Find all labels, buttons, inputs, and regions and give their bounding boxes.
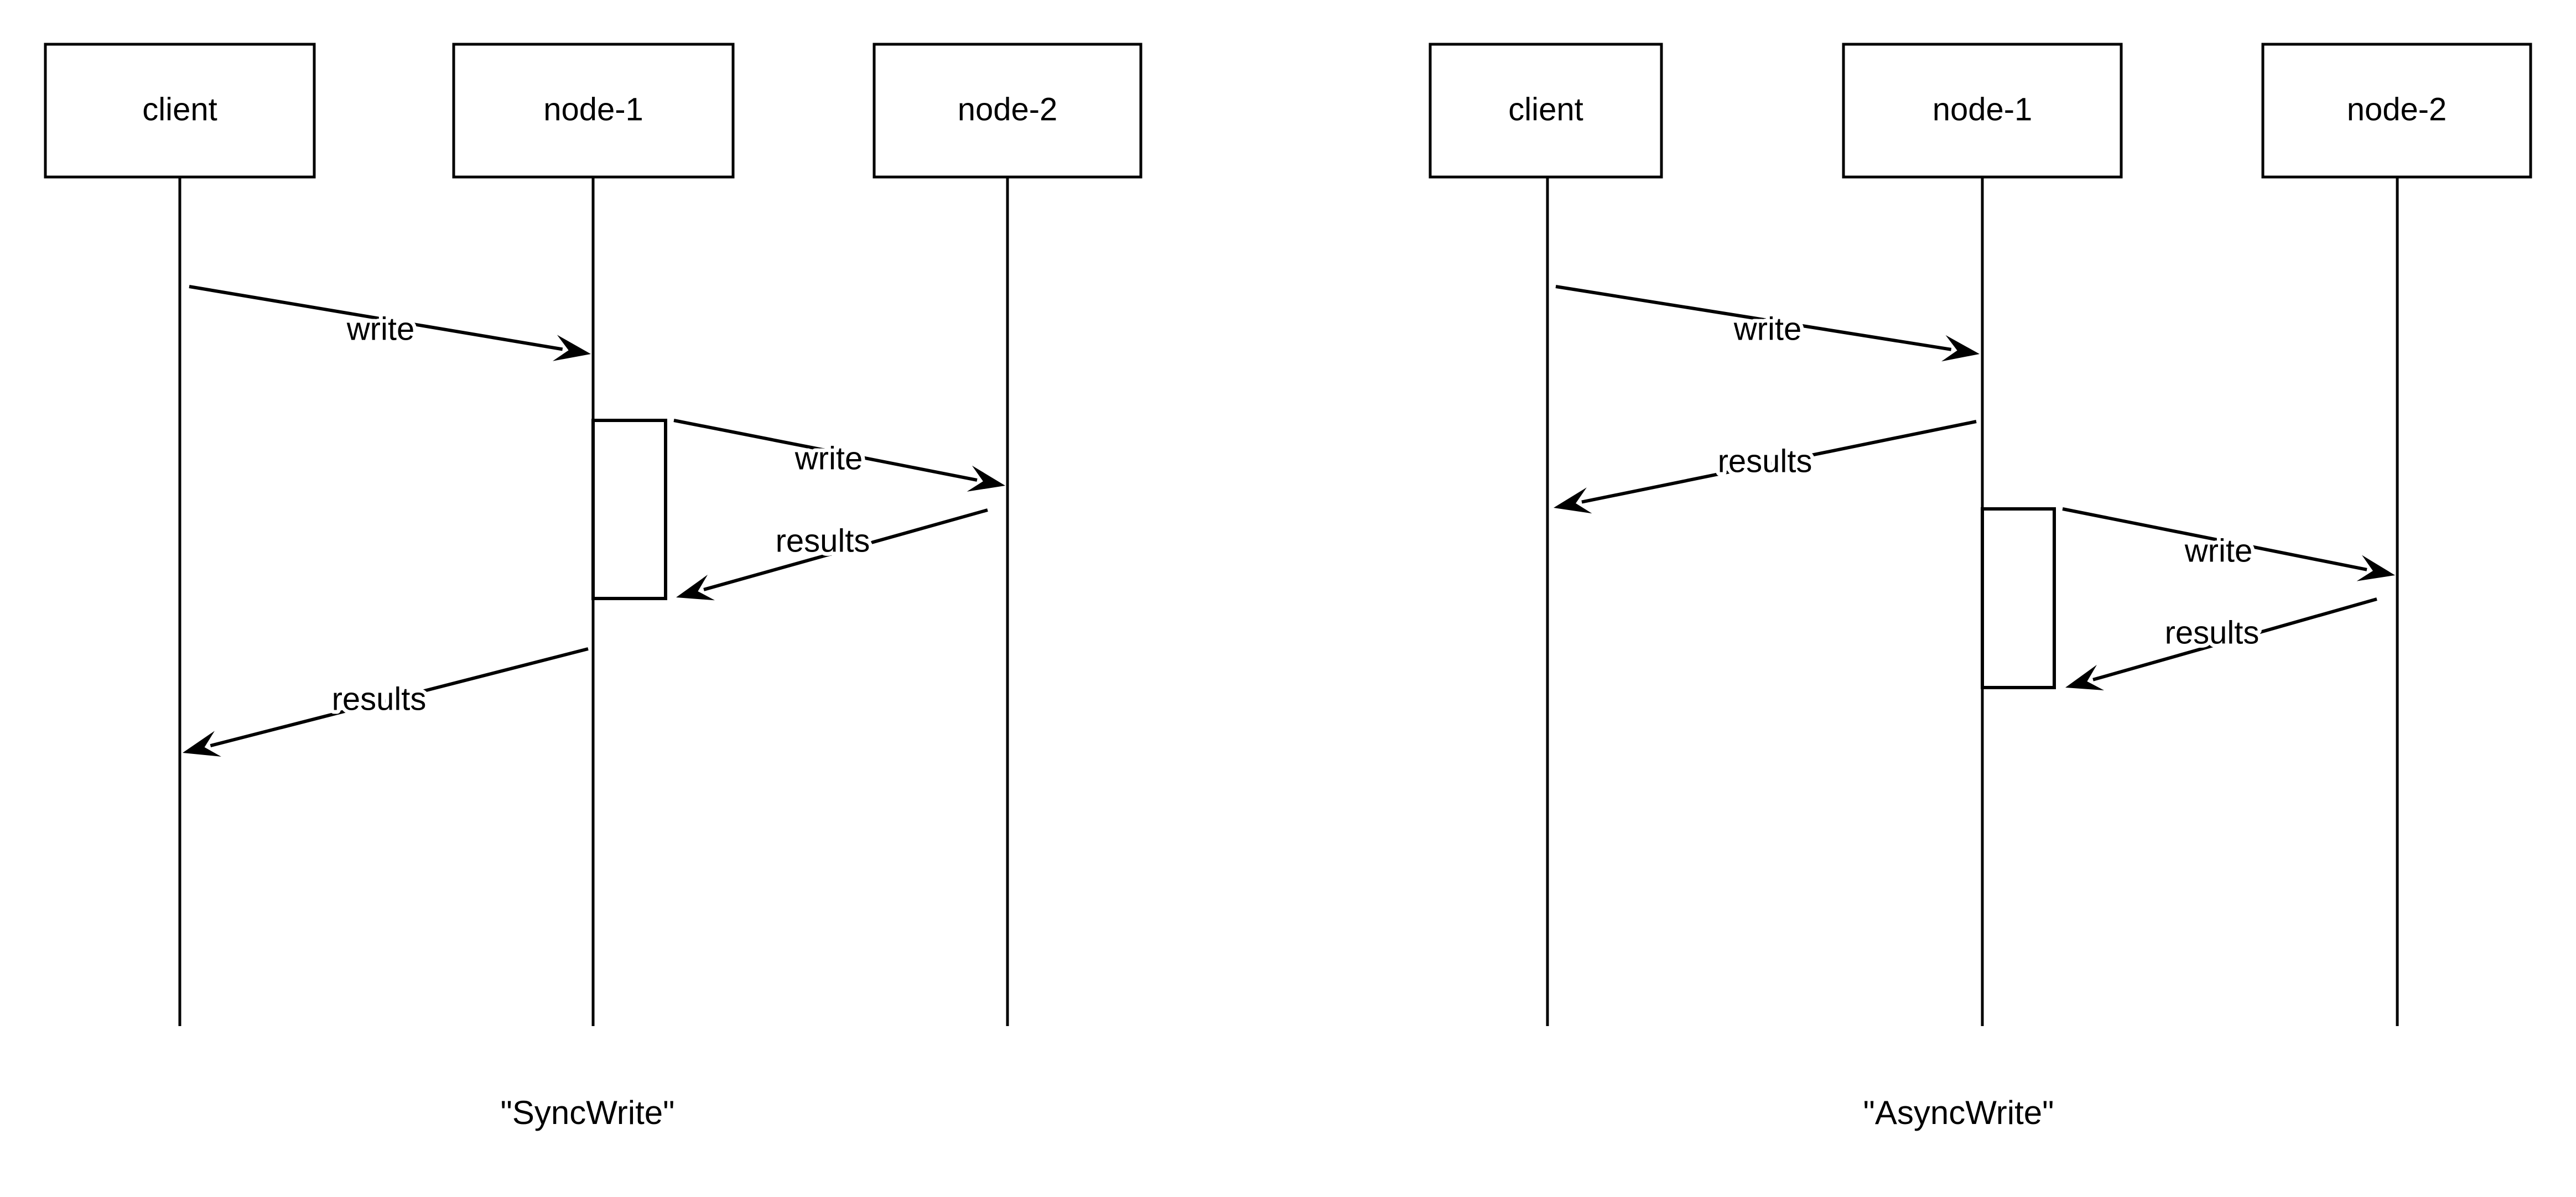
message-label-halo: write	[346, 311, 414, 347]
arrow-head-right	[552, 335, 591, 361]
participant-label-node-2: node-2	[2347, 91, 2447, 127]
message-label-halo: write	[794, 440, 863, 476]
participant-label-node-1: node-1	[543, 91, 643, 127]
participant-box-client[interactable]	[1429, 43, 1663, 179]
activation-bar-node-1	[591, 419, 667, 600]
message-line-write	[2062, 507, 2367, 571]
message-line-write	[673, 419, 978, 482]
participant-async-write-client[interactable]: client	[1429, 43, 1663, 1026]
message-label-halo: write	[1733, 311, 1801, 347]
participant-async-write-node-2[interactable]: node-2	[2261, 43, 2532, 1026]
message-line-results	[1581, 420, 1977, 504]
diagram-caption-sync-write: "SyncWrite"	[501, 1094, 675, 1131]
participant-sync-write-node-2[interactable]: node-2	[872, 43, 1142, 1026]
arrow-head-right	[1941, 335, 1980, 362]
message-label-results: results	[332, 681, 427, 717]
participant-box-node-1[interactable]	[1842, 43, 2123, 179]
participant-box-node-2[interactable]	[2261, 43, 2532, 179]
message-label-halo: results	[332, 681, 427, 717]
participant-label-node-2: node-2	[958, 91, 1058, 127]
participant-sync-write-client[interactable]: client	[44, 43, 316, 1026]
message-label-halo: results	[776, 523, 870, 559]
diagram-caption-async-write: "AsyncWrite"	[1863, 1094, 2054, 1131]
message-label-halo: write	[2184, 533, 2252, 569]
message-line-results	[2092, 597, 2377, 681]
arrow-head-right	[2356, 555, 2395, 581]
message-line-write	[189, 285, 563, 351]
arrow-head-left	[676, 575, 715, 601]
message-label-halo: results	[2165, 615, 2260, 650]
participant-box-client[interactable]	[44, 43, 316, 179]
message-label-write: write	[346, 311, 414, 347]
participant-box-node-2[interactable]	[872, 43, 1142, 179]
participant-async-write-node-1[interactable]: node-1	[1842, 43, 2123, 1026]
message-label-results: results	[2165, 615, 2260, 650]
message-line-write	[1555, 285, 1952, 351]
message-label-results: results	[1718, 443, 1812, 479]
message-label-write: write	[1733, 311, 1801, 347]
message-label-write: write	[794, 440, 863, 476]
message-line-results	[210, 647, 589, 747]
message-line-results	[703, 508, 988, 591]
arrow-head-left	[183, 731, 221, 757]
arrow-head-left	[2065, 664, 2105, 691]
participant-box-node-1[interactable]	[452, 43, 735, 179]
participant-label-node-1: node-1	[1933, 91, 2033, 127]
message-label-halo: results	[1718, 443, 1812, 479]
message-label-results: results	[776, 523, 870, 559]
activation-bar-node-1	[1981, 507, 2056, 689]
participant-label-client: client	[142, 91, 217, 127]
arrow-head-right	[967, 465, 1005, 492]
arrow-head-left	[1554, 487, 1592, 514]
participant-sync-write-node-1[interactable]: node-1	[452, 43, 735, 1026]
participant-label-client: client	[1508, 91, 1583, 127]
message-label-write: write	[2184, 533, 2252, 569]
